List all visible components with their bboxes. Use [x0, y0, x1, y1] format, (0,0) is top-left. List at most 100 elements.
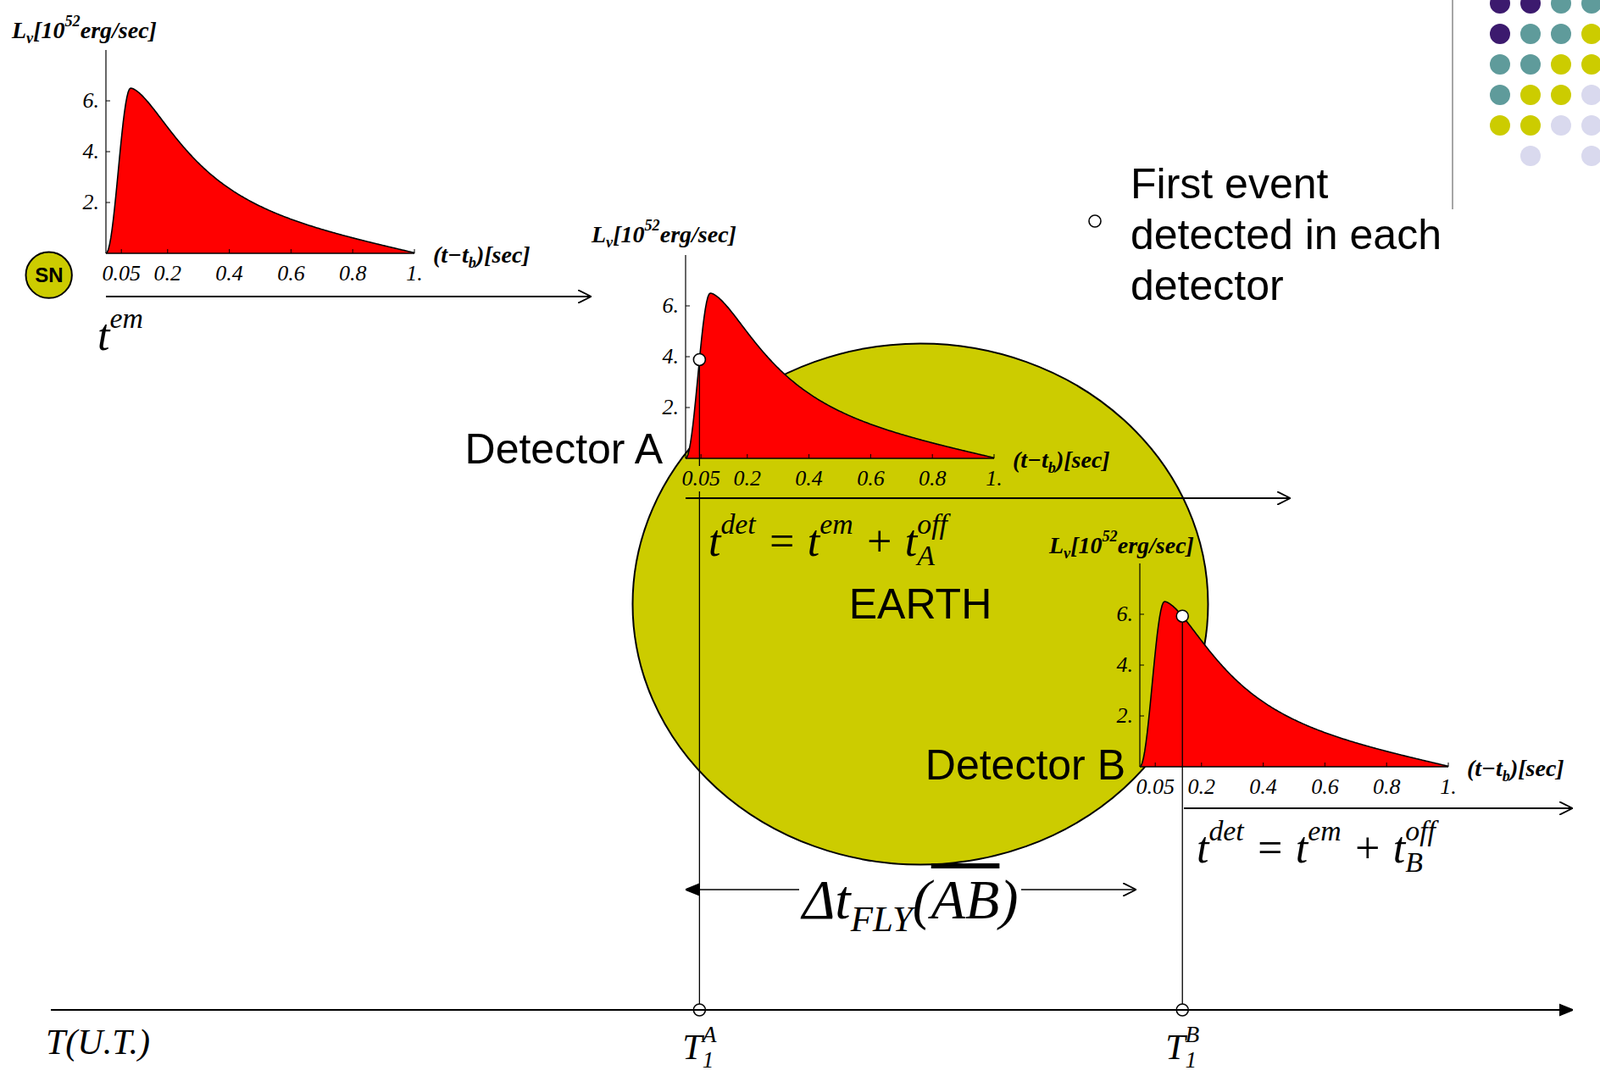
time-equation: tdet = tem + tBoff: [1196, 822, 1436, 873]
text-part: det: [720, 508, 756, 540]
text-part: B: [1405, 846, 1423, 878]
tick-mark: [685, 305, 690, 307]
luminosity-plot: [105, 50, 590, 297]
time-mark: T1B: [1165, 1027, 1200, 1068]
tick-label: 2.: [83, 189, 100, 216]
tick-mark: [1139, 716, 1145, 717]
text-part: FLY: [850, 899, 913, 939]
decor-dot: [1581, 84, 1600, 106]
axis-title: Lν[1052erg/sec]: [1049, 532, 1195, 560]
tick-mark: [228, 249, 230, 254]
tick-mark: [1139, 665, 1145, 667]
axis-title: (t−tb)[sec]: [433, 241, 531, 269]
legend-text: First event detected in each detector: [1130, 160, 1442, 310]
tick-label: 0.05: [1135, 774, 1175, 800]
tick-label: 1.: [985, 466, 1003, 492]
decor-dot: [1520, 0, 1541, 14]
tick-label: 4.: [83, 138, 100, 165]
first-event-dot: [693, 353, 706, 366]
time-mark: T1A: [682, 1027, 717, 1068]
text-part: b: [468, 254, 477, 272]
text-part: b: [1048, 459, 1056, 477]
luminosity-plot: [1139, 563, 1572, 1017]
tick-label: 4.: [662, 344, 680, 370]
decor-dot: [1581, 145, 1600, 167]
x-axis: [1139, 766, 1449, 768]
text-part: AB: [931, 868, 1000, 931]
text-part: 52: [1102, 527, 1118, 545]
tick-mark: [994, 454, 995, 459]
tick-label: 0.4: [794, 466, 823, 492]
tick-mark: [105, 151, 111, 153]
text-part: 1: [702, 1047, 715, 1073]
tick-label: 0.2: [154, 261, 183, 287]
text-part: em: [109, 302, 143, 334]
time-axis-arrow: [685, 497, 1289, 500]
text-part: A: [916, 539, 935, 572]
decor-dot: [1520, 54, 1541, 75]
node-label: EARTH: [849, 579, 993, 629]
decor-dot: [1581, 23, 1600, 45]
axis-title: (t−tb)[sec]: [1012, 446, 1111, 474]
legend-symbol: [1088, 215, 1101, 228]
time-equation: tdet = tem + tAoff: [708, 516, 948, 567]
decor-dot: [1489, 115, 1511, 136]
decor-dot: [1489, 0, 1511, 14]
tick-mark: [685, 407, 690, 409]
text-part: off: [1405, 815, 1436, 847]
luminosity-curve: [1139, 601, 1449, 767]
tick-mark: [352, 249, 354, 254]
tick-mark: [685, 356, 690, 358]
decor-dot: [1520, 115, 1541, 136]
time-axis-arrow: [105, 295, 590, 298]
node-shape: [26, 252, 73, 299]
text-part: em: [1307, 815, 1341, 847]
decor-dot: [1550, 23, 1572, 45]
text-part: A: [702, 1022, 717, 1048]
decor-dot: [1550, 54, 1572, 75]
tick-mark: [1139, 614, 1145, 616]
node-label: SN: [34, 263, 63, 288]
tick-mark: [700, 454, 702, 459]
time-axis-arrow: [1183, 807, 1572, 810]
tick-mark: [1386, 762, 1388, 767]
tick-mark: [932, 454, 934, 459]
tick-label: 0.2: [733, 466, 762, 492]
decor-dot: [1520, 84, 1541, 106]
tick-mark: [414, 249, 416, 254]
supernova-circle: SN: [24, 250, 73, 300]
event-drop-line: [1182, 622, 1184, 1005]
tick-label: 0.05: [101, 261, 141, 287]
time-symbol: tem: [97, 310, 144, 361]
text-part: em: [819, 508, 853, 540]
axis-title: T(U.T.): [45, 1022, 150, 1063]
luminosity-area: [685, 293, 995, 459]
tick-label: 2.: [662, 394, 680, 421]
luminosity-area: [105, 88, 415, 254]
text-part: B: [1185, 1022, 1200, 1048]
decor-dot: [1489, 54, 1511, 75]
text-part: ν: [26, 29, 34, 47]
tick-mark: [1155, 762, 1156, 767]
text-part: ν: [1063, 544, 1071, 562]
luminosity-plot: [685, 255, 1289, 1017]
tick-mark: [121, 249, 123, 254]
text-part: 52: [644, 216, 661, 234]
decor-dot: [1520, 23, 1541, 45]
event-drop-line: [699, 365, 700, 1005]
tick-label: 2.: [1116, 703, 1134, 729]
tick-label: 4.: [1116, 652, 1134, 678]
tick-label: 0.8: [338, 261, 367, 287]
tick-label: 6.: [1116, 601, 1134, 628]
tick-label: 0.6: [856, 466, 885, 492]
tick-label: 1.: [1439, 774, 1457, 800]
tick-label: 0.8: [1372, 774, 1401, 800]
tick-mark: [808, 454, 810, 459]
text-part: 1: [1185, 1047, 1198, 1073]
luminosity-curve: [105, 88, 415, 254]
corner-rule: [1451, 0, 1454, 210]
decor-dot: [1520, 145, 1541, 167]
text-part: 52: [65, 12, 81, 30]
tick-label: 0.6: [277, 261, 306, 287]
